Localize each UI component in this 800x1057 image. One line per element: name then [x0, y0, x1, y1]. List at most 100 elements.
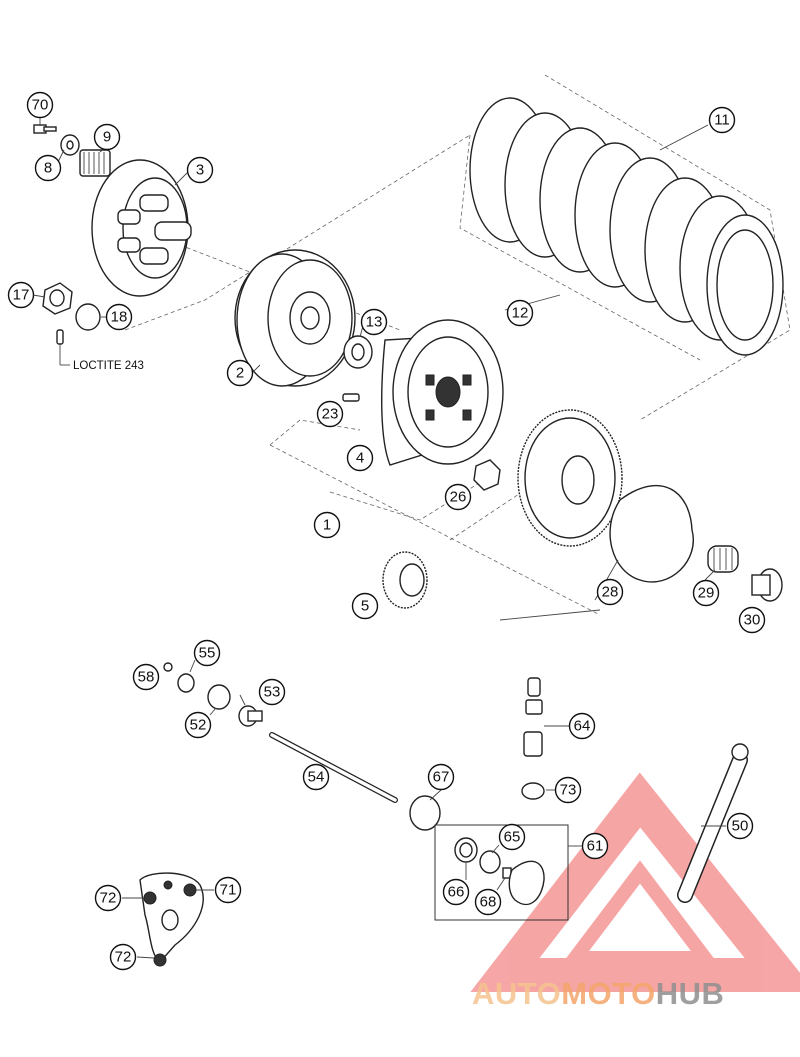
callout-55: 55 — [193, 639, 221, 667]
washer-55 — [177, 673, 195, 693]
nut-17 — [42, 282, 73, 315]
slave-cylinder-cover — [508, 860, 545, 906]
clutch-disc-stack — [469, 97, 784, 356]
loctite-pin — [56, 329, 64, 345]
callout-4-label: 4 — [356, 450, 364, 467]
callout-17-label: 17 — [13, 287, 30, 304]
callout-23-label: 23 — [322, 406, 339, 423]
callout-30: 30 — [738, 606, 766, 634]
screw-70 — [33, 124, 57, 134]
callout-52-label: 52 — [190, 717, 207, 734]
callout-55-label: 55 — [199, 645, 216, 662]
pressure-piece-53 — [238, 705, 263, 727]
clutch-cover-71 — [139, 872, 204, 967]
callout-50: 50 — [726, 812, 754, 840]
watermark-triangle — [470, 772, 800, 992]
callout-13: 13 — [360, 308, 388, 336]
callout-61-label: 61 — [587, 838, 604, 855]
callout-9-label: 9 — [103, 129, 111, 146]
callout-68: 68 — [474, 888, 502, 916]
callout-72-bottom: 72 — [109, 943, 137, 971]
callout-8-label: 8 — [44, 160, 52, 177]
callout-66: 66 — [442, 878, 470, 906]
piston-66 — [454, 837, 478, 863]
callout-1: 1 — [313, 511, 341, 539]
callout-72-top: 72 — [94, 884, 122, 912]
damper-plate — [609, 484, 694, 583]
pressure-plate-3 — [91, 159, 192, 297]
callout-12: 12 — [506, 299, 534, 327]
callout-66-label: 66 — [448, 884, 465, 901]
callouts: 70 8 9 3 11 17 18 13 12 2 23 4 26 1 5 28… — [7, 91, 766, 971]
seal-65 — [479, 850, 501, 874]
callout-53: 53 — [258, 678, 286, 706]
pin-23 — [342, 393, 360, 402]
watermark-auto: AUTO — [472, 976, 561, 1011]
callout-11: 11 — [708, 106, 736, 134]
callout-4: 4 — [346, 444, 374, 472]
callout-68-label: 68 — [480, 894, 497, 911]
callout-17: 17 — [7, 281, 35, 309]
callout-52: 52 — [184, 711, 212, 739]
watermark-moto: MOTO — [561, 976, 655, 1011]
primary-driven-gear — [517, 409, 623, 547]
callout-70-label: 70 — [32, 97, 49, 114]
callout-67-label: 67 — [433, 769, 450, 786]
callout-11-label: 11 — [714, 112, 730, 129]
callout-12-label: 12 — [512, 305, 529, 322]
watermark-logo — [470, 772, 800, 992]
callout-73-label: 73 — [560, 782, 577, 799]
callout-50-label: 50 — [732, 818, 749, 835]
callout-58-label: 58 — [138, 669, 155, 686]
callout-1-label: 1 — [323, 517, 331, 534]
loctite-note: LOCTITE 243 — [73, 360, 144, 372]
callout-9: 9 — [93, 123, 121, 151]
callout-67: 67 — [427, 763, 455, 791]
spring-9 — [79, 149, 111, 177]
callout-28: 28 — [596, 578, 624, 606]
callout-61: 61 — [581, 832, 609, 860]
callout-28-label: 28 — [602, 584, 619, 601]
o-ring-67 — [409, 795, 441, 831]
callout-70: 70 — [26, 91, 54, 119]
callout-71-label: 71 — [220, 882, 237, 899]
callout-3-label: 3 — [196, 162, 204, 179]
callout-5: 5 — [351, 592, 379, 620]
bushing-30 — [751, 568, 783, 602]
callout-53-label: 53 — [264, 684, 281, 701]
callout-71: 71 — [214, 876, 242, 904]
callout-72-top-label: 72 — [100, 890, 117, 907]
callout-3: 3 — [186, 156, 214, 184]
callout-54: 54 — [302, 763, 330, 791]
callout-65: 65 — [498, 823, 526, 851]
callout-5-label: 5 — [361, 598, 369, 615]
washer-13-hole — [351, 343, 365, 361]
callout-18: 18 — [105, 303, 133, 331]
callout-26-label: 26 — [450, 489, 467, 506]
bleeder-valve-64 — [523, 677, 543, 757]
callout-64: 64 — [568, 712, 596, 740]
callout-13-label: 13 — [366, 314, 383, 331]
kit-61-frame — [434, 824, 569, 921]
callout-2: 2 — [226, 359, 254, 387]
callout-54-label: 54 — [308, 769, 325, 786]
callout-8: 8 — [34, 154, 62, 182]
clutch-basket-4 — [381, 319, 504, 466]
washer-8-hole — [66, 140, 74, 150]
callout-29: 29 — [692, 579, 720, 607]
callout-64-label: 64 — [574, 718, 591, 735]
syringe-50 — [677, 743, 749, 903]
callout-30-label: 30 — [744, 612, 761, 629]
watermark-hub: HUB — [656, 976, 725, 1011]
drive-gear-5 — [382, 551, 428, 609]
callout-23: 23 — [316, 400, 344, 428]
callout-72-bottom-label: 72 — [115, 949, 132, 966]
lock-washer-18 — [75, 303, 101, 331]
callout-26: 26 — [444, 483, 472, 511]
ring-58 — [163, 662, 173, 672]
bearing-52 — [207, 684, 231, 710]
callout-2-label: 2 — [236, 365, 244, 382]
callout-58: 58 — [132, 663, 160, 691]
